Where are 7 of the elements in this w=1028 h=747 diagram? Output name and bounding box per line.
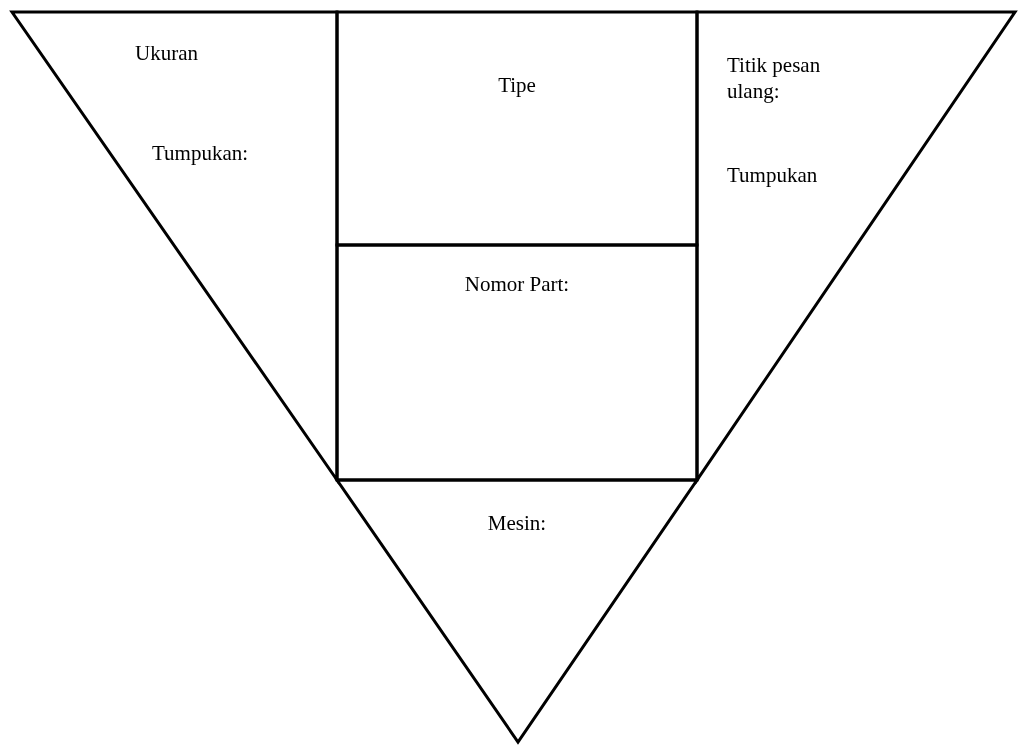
field-label: Nomor Part: bbox=[463, 271, 571, 297]
field-label: Ukuran bbox=[135, 40, 198, 66]
field-label: Mesin: bbox=[486, 510, 548, 536]
field-label: Tipe bbox=[497, 72, 537, 98]
field-label: Tumpukan bbox=[727, 162, 818, 188]
field-label: Titik pesan ulang: bbox=[727, 52, 822, 104]
field-label: Tumpukan: bbox=[152, 140, 249, 166]
